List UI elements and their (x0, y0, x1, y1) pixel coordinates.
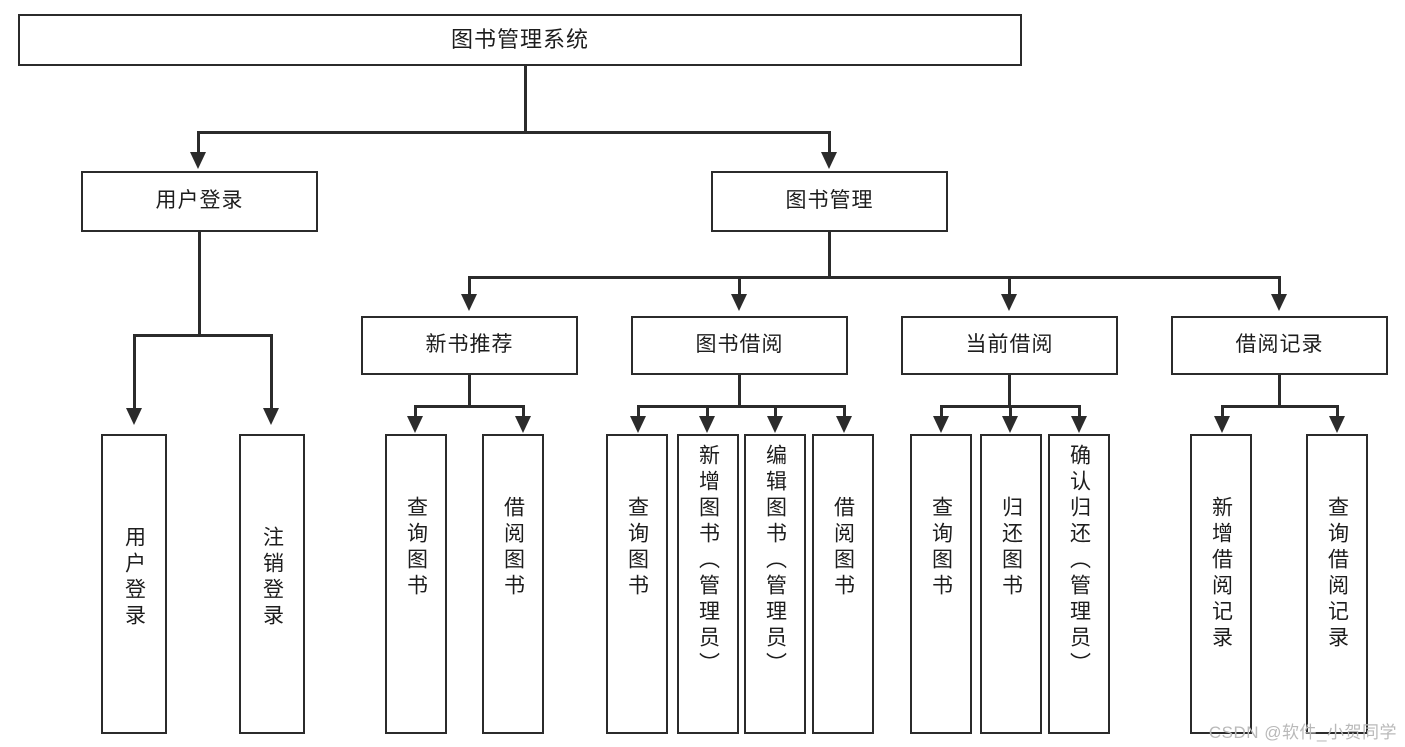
arrow-head-user-login-child-1 (126, 408, 142, 425)
leaf-borrow-book[interactable]: 借阅图书 (812, 434, 874, 734)
node-label: 新书推荐 (425, 333, 514, 357)
arrow-head-book-borrow-child-4 (836, 416, 852, 433)
connector-borrow-record-bus (1221, 405, 1338, 408)
connector-new-book-drop-1 (414, 405, 417, 419)
connector-root-bus (197, 131, 831, 134)
connector-book-management-bus (468, 276, 1280, 279)
leaf-return-book[interactable]: 归还图书 (980, 434, 1042, 734)
node-label: 当前借阅 (965, 333, 1054, 357)
leaf-query-book-borrow[interactable]: 查询图书 (606, 434, 668, 734)
connector-bm-drop-new-book (468, 276, 471, 296)
node-label: 用户登录 (122, 526, 146, 630)
node-label: 图书借阅 (695, 333, 784, 357)
arrow-head-user-login-child-2 (263, 408, 279, 425)
connector-user-login-drop-1 (133, 334, 136, 410)
node-label: 新增借阅记录 (1209, 496, 1233, 652)
arrow-head-current-borrow-child-3 (1071, 416, 1087, 433)
connector-book-borrow-drop-3 (774, 405, 777, 419)
node-root-book-management-system[interactable]: 图书管理系统 (18, 14, 1022, 66)
node-borrow-record[interactable]: 借阅记录 (1171, 316, 1388, 375)
node-label: 图书管理系统 (450, 27, 589, 53)
node-label: 查询图书 (404, 496, 428, 600)
connector-book-borrow-drop-4 (843, 405, 846, 419)
connector-borrow-record-drop-2 (1336, 405, 1339, 419)
connector-book-borrow-bus (637, 405, 846, 408)
node-label: 借阅记录 (1235, 333, 1324, 357)
arrow-head-borrow-record-child-1 (1214, 416, 1230, 433)
arrow-head-bm-to-book-borrow (731, 294, 747, 311)
leaf-query-book-recommend[interactable]: 查询图书 (385, 434, 447, 734)
connector-book-management-stem (828, 232, 831, 277)
node-label: 借阅图书 (501, 496, 525, 600)
connector-root-to-user-login (197, 131, 200, 155)
node-label: 编辑图书（管理员） (763, 444, 787, 678)
arrow-head-new-book-child-1 (407, 416, 423, 433)
connector-borrow-record-stem (1278, 375, 1281, 407)
leaf-borrow-book-recommend[interactable]: 借阅图书 (482, 434, 544, 734)
node-label: 借阅图书 (831, 496, 855, 600)
connector-book-borrow-stem (738, 375, 741, 407)
connector-current-borrow-drop-3 (1078, 405, 1081, 419)
arrow-head-borrow-record-child-2 (1329, 416, 1345, 433)
node-label: 新增图书（管理员） (696, 444, 720, 678)
node-book-borrow[interactable]: 图书借阅 (631, 316, 848, 375)
connector-new-book-bus (414, 405, 524, 408)
leaf-confirm-return-admin[interactable]: 确认归还（管理员） (1048, 434, 1110, 734)
node-current-borrow[interactable]: 当前借阅 (901, 316, 1118, 375)
node-book-management[interactable]: 图书管理 (711, 171, 948, 232)
arrow-head-bm-to-new-book-recommend (461, 294, 477, 311)
connector-new-book-drop-2 (522, 405, 525, 419)
node-label: 用户登录 (155, 189, 244, 213)
arrow-head-book-borrow-child-2 (699, 416, 715, 433)
connector-root-stem (524, 66, 527, 132)
arrow-head-bm-to-borrow-record (1271, 294, 1287, 311)
node-new-book-recommend[interactable]: 新书推荐 (361, 316, 578, 375)
arrow-head-new-book-child-2 (515, 416, 531, 433)
connector-user-login-bus (133, 334, 272, 337)
leaf-add-book-admin[interactable]: 新增图书（管理员） (677, 434, 739, 734)
connector-book-borrow-drop-1 (637, 405, 640, 419)
node-label: 确认归还（管理员） (1067, 444, 1091, 678)
node-label: 注销登录 (260, 526, 284, 630)
node-label: 图书管理 (785, 189, 874, 213)
arrow-head-book-borrow-child-3 (767, 416, 783, 433)
connector-current-borrow-stem (1008, 375, 1011, 407)
connector-current-borrow-drop-1 (940, 405, 943, 419)
connector-root-to-book-management (828, 131, 831, 155)
arrow-head-current-borrow-child-2 (1002, 416, 1018, 433)
connector-borrow-record-drop-1 (1221, 405, 1224, 419)
arrow-head-root-to-book-management (821, 152, 837, 169)
connector-new-book-stem (468, 375, 471, 407)
connector-bm-drop-book-borrow (738, 276, 741, 296)
arrow-head-root-to-user-login (190, 152, 206, 169)
node-label: 归还图书 (999, 496, 1023, 600)
leaf-query-book-current[interactable]: 查询图书 (910, 434, 972, 734)
connector-current-borrow-drop-2 (1009, 405, 1012, 419)
connector-book-borrow-drop-2 (706, 405, 709, 419)
node-label: 查询图书 (929, 496, 953, 600)
node-user-login[interactable]: 用户登录 (81, 171, 318, 232)
connector-user-login-drop-2 (270, 334, 273, 410)
connector-bm-drop-current-borrow (1008, 276, 1011, 296)
leaf-edit-book-admin[interactable]: 编辑图书（管理员） (744, 434, 806, 734)
node-label: 查询借阅记录 (1325, 496, 1349, 652)
arrow-head-current-borrow-child-1 (933, 416, 949, 433)
node-label: 查询图书 (625, 496, 649, 600)
arrow-head-book-borrow-child-1 (630, 416, 646, 433)
leaf-logout[interactable]: 注销登录 (239, 434, 305, 734)
leaf-add-borrow-record[interactable]: 新增借阅记录 (1190, 434, 1252, 734)
arrow-head-bm-to-current-borrow (1001, 294, 1017, 311)
connector-bm-drop-borrow-record (1278, 276, 1281, 296)
leaf-query-borrow-record[interactable]: 查询借阅记录 (1306, 434, 1368, 734)
leaf-user-login[interactable]: 用户登录 (101, 434, 167, 734)
connector-user-login-stem (198, 232, 201, 335)
